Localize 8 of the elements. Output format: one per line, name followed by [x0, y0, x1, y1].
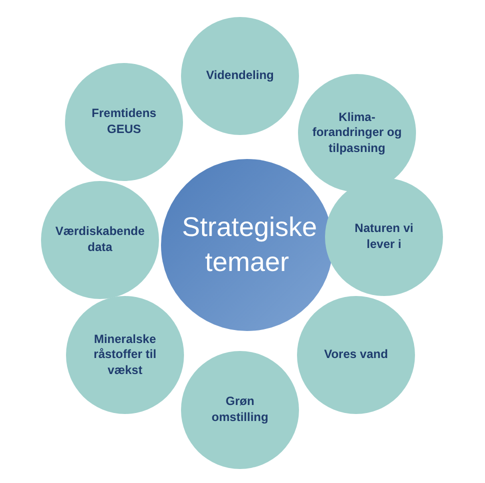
theme-label: Vores vand [324, 347, 388, 363]
theme-label: Mineralske råstoffer til vækst [92, 332, 158, 378]
theme-label: Klima- forandringer og tilpasning [312, 110, 402, 156]
theme-label: Fremtidens GEUS [90, 106, 158, 138]
theme-label: Naturen vi lever i [354, 221, 414, 253]
theme-label: Grøn omstilling [210, 394, 270, 426]
theme-label: Videndeling [206, 68, 274, 84]
theme-label: Værdiskabende data [54, 224, 146, 256]
